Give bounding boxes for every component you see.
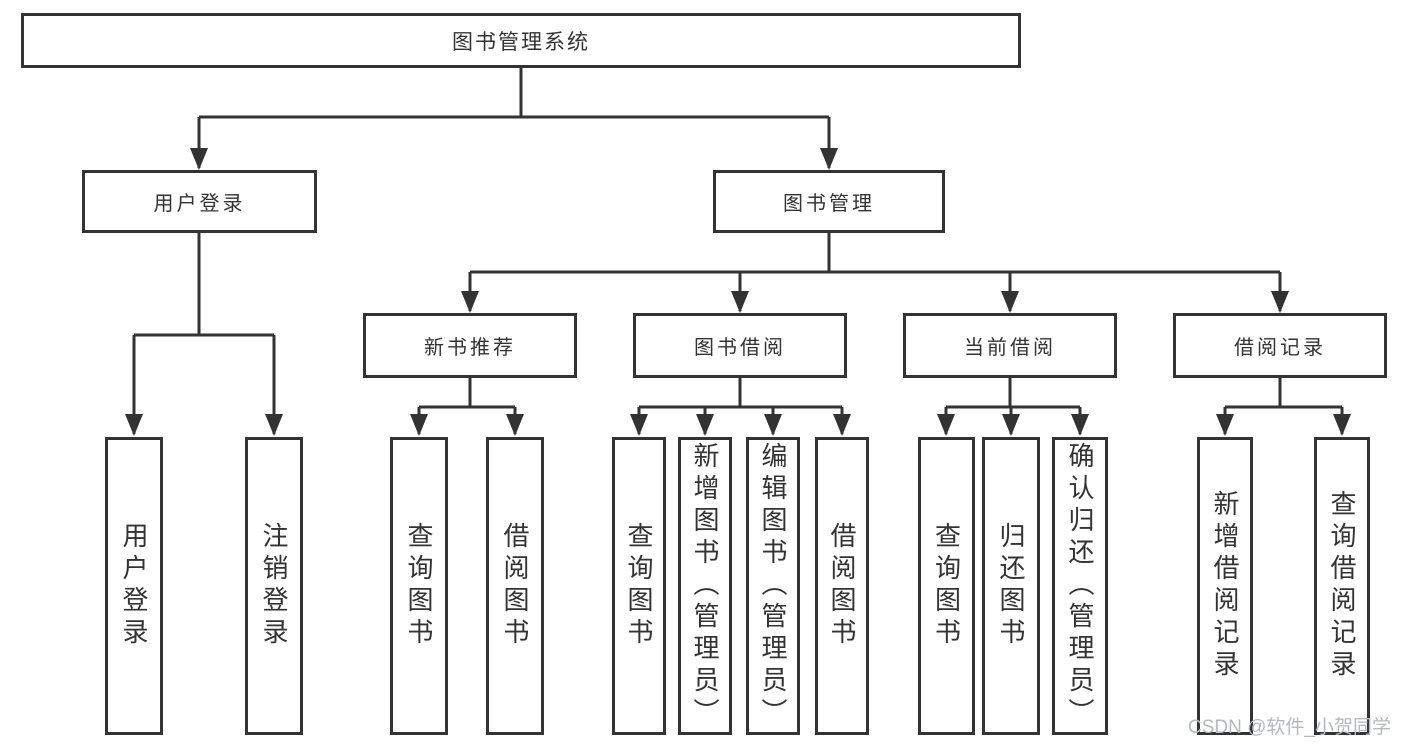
leaf-borrow-books: 借阅图书	[815, 437, 869, 735]
leaf-query-books-current-label: 查询图书	[931, 522, 962, 650]
leaf-borrow-books-recommend: 借阅图书	[486, 437, 544, 735]
node-user-login: 用户登录	[82, 170, 317, 233]
leaf-add-books-admin: 新增图书（管理员）	[678, 437, 732, 735]
leaf-borrow-books-label: 借阅图书	[827, 522, 857, 650]
leaf-query-borrow-record-label: 查询借阅记录	[1327, 490, 1357, 682]
leaf-user-login-label: 用户登录	[119, 522, 149, 650]
leaf-logout-label: 注销登录	[259, 522, 289, 650]
leaf-query-books-borrowing-label: 查询图书	[624, 522, 654, 650]
leaf-query-borrow-record: 查询借阅记录	[1314, 437, 1370, 735]
leaf-return-books-label: 归还图书	[996, 522, 1026, 650]
leaf-edit-books-admin: 编辑图书（管理员）	[746, 437, 800, 735]
leaf-borrow-books-recommend-label: 借阅图书	[500, 522, 530, 650]
leaf-query-books-recommend-label: 查询图书	[404, 522, 434, 650]
node-book-borrowing: 图书借阅	[633, 313, 847, 378]
leaf-return-books: 归还图书	[982, 437, 1040, 735]
leaf-add-borrow-record: 新增借阅记录	[1197, 437, 1253, 735]
leaf-query-books-recommend: 查询图书	[390, 437, 448, 735]
leaf-confirm-return-admin: 确认归还（管理员）	[1052, 437, 1108, 735]
node-current-borrowing: 当前借阅	[903, 313, 1117, 378]
leaf-edit-books-admin-label: 编辑图书（管理员）	[758, 442, 788, 730]
leaf-add-borrow-record-label: 新增借阅记录	[1210, 490, 1240, 682]
node-book-management: 图书管理	[713, 170, 945, 233]
leaf-user-login: 用户登录	[105, 437, 163, 735]
leaf-logout: 注销登录	[245, 437, 303, 735]
leaf-confirm-return-admin-label: 确认归还（管理员）	[1065, 442, 1095, 730]
watermark-text: CSDN @软件_小贺同学	[1188, 717, 1391, 738]
node-root: 图书管理系统	[21, 13, 1021, 68]
node-borrowing-records: 借阅记录	[1173, 313, 1387, 378]
leaf-query-books-borrowing: 查询图书	[612, 437, 666, 735]
leaf-query-books-current: 查询图书	[918, 437, 975, 735]
node-new-book-recommendation: 新书推荐	[363, 313, 577, 378]
leaf-add-books-admin-label: 新增图书（管理员）	[690, 442, 720, 730]
